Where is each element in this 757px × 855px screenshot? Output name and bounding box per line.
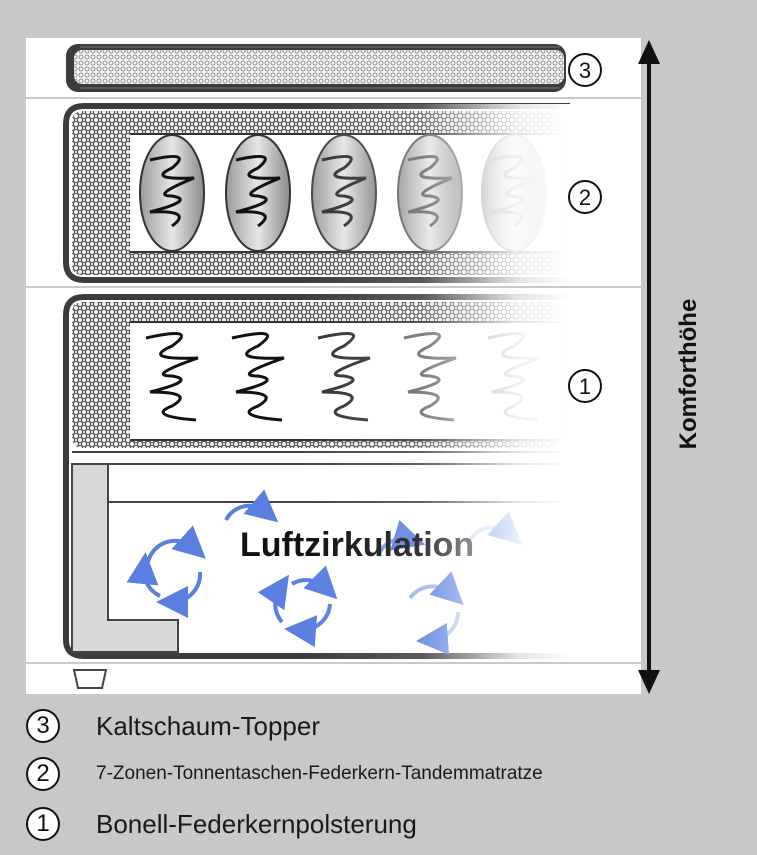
layer-marker-1: 1 xyxy=(568,369,602,403)
legend-item-topper: 3 Kaltschaum-Topper xyxy=(26,706,320,746)
bonell-spring xyxy=(145,332,199,422)
svg-text:3: 3 xyxy=(579,58,591,83)
legend-label: 7-Zonen-Tonnentaschen-Federkern-Tandemma… xyxy=(96,763,543,784)
legend-item-bonell: 1 Bonell-Federkernpolsterung xyxy=(26,804,417,844)
box-spring-layer: Luftzirkulation xyxy=(63,294,570,662)
bed-foot xyxy=(72,669,108,689)
height-label: Komforthöhe xyxy=(675,299,702,450)
legend-label: Bonell-Federkernpolsterung xyxy=(96,808,417,839)
bonell-spring xyxy=(231,332,285,422)
height-arrow xyxy=(638,40,660,694)
topper-layer xyxy=(66,44,566,92)
svg-text:2: 2 xyxy=(579,185,591,210)
legend-item-pocket-spring: 2 7-Zonen-Tonnentaschen-Federkern-Tandem… xyxy=(26,754,543,794)
svg-text:1: 1 xyxy=(579,374,591,399)
pocket-spring-layer xyxy=(63,103,570,284)
layer-marker-2: 2 xyxy=(568,180,602,214)
spring-pocket xyxy=(225,134,291,252)
legend-number: 3 xyxy=(26,709,60,743)
legend-label: Kaltschaum-Topper xyxy=(96,710,320,741)
legend-number: 1 xyxy=(26,807,60,841)
layer-marker-3: 3 xyxy=(568,53,602,87)
legend-number: 2 xyxy=(26,757,60,791)
spring-pocket xyxy=(139,134,205,252)
